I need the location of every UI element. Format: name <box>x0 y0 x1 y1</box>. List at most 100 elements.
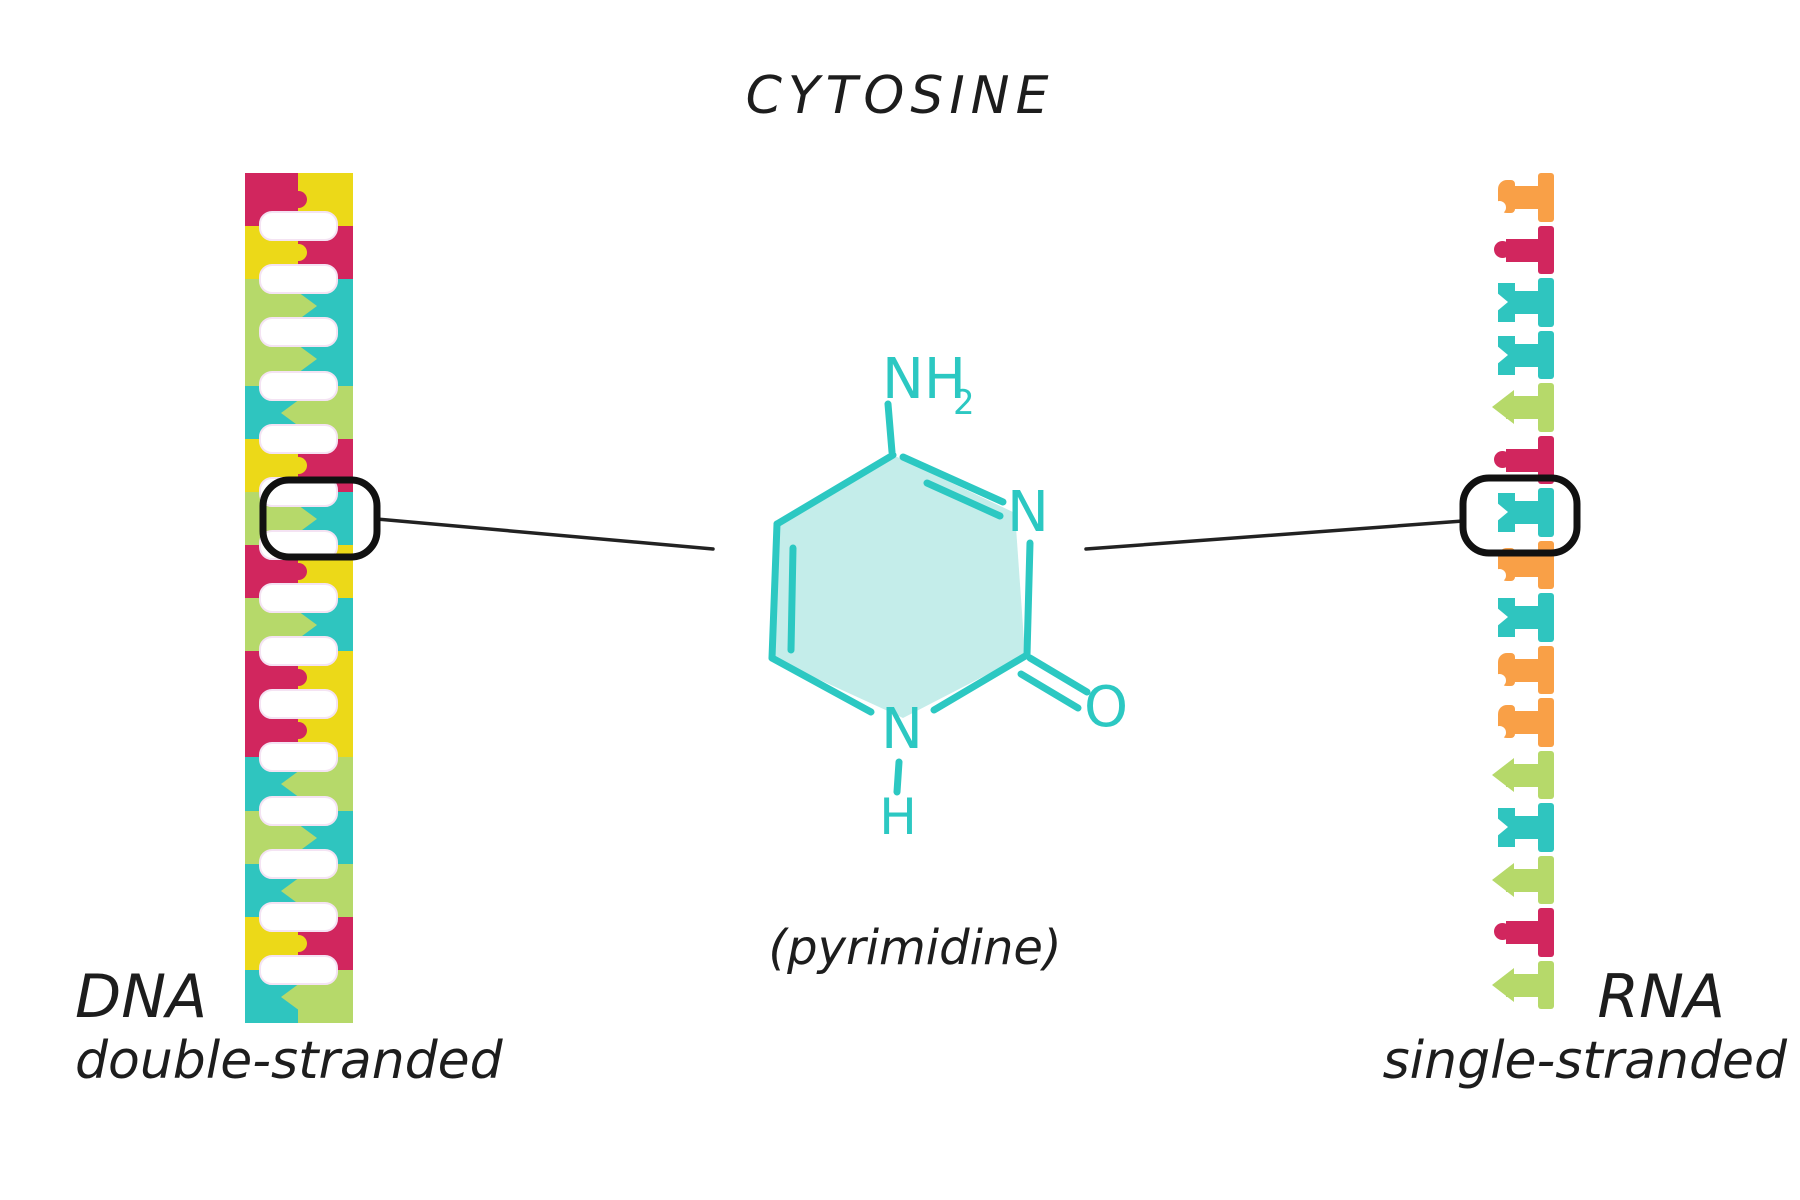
dna-interlock-chevron <box>281 398 300 427</box>
pyrimidine-caption: (pyrimidine) <box>768 920 1062 976</box>
bond-carbonyl-2 <box>1017 670 1082 712</box>
dna-backbone-slot <box>259 848 338 879</box>
dna-interlock-chevron <box>298 504 317 533</box>
rna-piece-knob <box>1494 450 1511 468</box>
dna-interlock-knob <box>290 669 307 687</box>
dna-interlock-knob <box>290 722 307 740</box>
bond-left-double <box>787 544 797 654</box>
dna-backbone-slot <box>259 689 338 720</box>
dna-interlock-chevron <box>298 292 317 321</box>
rna-piece <box>1494 908 1554 957</box>
bond-top-left <box>773 451 897 528</box>
dna-interlock-knob <box>290 562 307 580</box>
rna-backbone-segment <box>1538 855 1554 904</box>
dna-interlock-knob <box>290 244 307 262</box>
rna-piece-point <box>1492 757 1514 792</box>
dna-backbone-slot <box>259 954 338 985</box>
ring-nitrogen-right-label: N <box>1007 480 1049 545</box>
rna-sublabel: single-stranded <box>1382 1031 1787 1091</box>
rna-piece-arm <box>1506 343 1542 367</box>
rna-piece-arm <box>1506 816 1542 839</box>
rna-piece <box>1496 593 1554 642</box>
rna-piece-socket-notch <box>1493 568 1506 582</box>
rna-backbone-segment <box>1538 803 1554 852</box>
dna-interlock-knob <box>290 191 307 208</box>
rna-piece-arm <box>1506 448 1542 472</box>
rna-backbone-segment <box>1538 435 1554 484</box>
dna-backbone-slot <box>259 423 338 454</box>
bond-bottom-left <box>768 654 875 716</box>
dna-backbone-slot <box>259 529 338 560</box>
rna-piece-knob <box>1494 240 1511 258</box>
rna-backbone-segment <box>1538 645 1554 694</box>
dna-label: DNA <box>75 962 208 1032</box>
bond-amine <box>884 400 896 456</box>
rna-piece <box>1496 488 1554 537</box>
dna-backbone-slot <box>259 211 338 242</box>
bond-right <box>1023 539 1034 659</box>
bond-nh <box>893 758 903 796</box>
dna-backbone-slot <box>259 901 338 932</box>
rna-piece-arm <box>1506 973 1542 997</box>
rna-piece-socket-notch <box>1493 673 1506 687</box>
rna-backbone-segment <box>1538 960 1554 1009</box>
rna-piece-point <box>1492 390 1514 424</box>
rna-piece <box>1496 278 1554 327</box>
dna-backbone-slot <box>259 636 338 667</box>
rna-piece <box>1493 698 1554 747</box>
oxygen-label: O <box>1084 675 1128 740</box>
rna-piece-arm <box>1506 606 1542 629</box>
rna-piece-fork-notch <box>1496 292 1508 312</box>
rna-label-group: RNA single-stranded <box>1383 966 1787 1094</box>
rna-strand <box>1492 173 1554 1019</box>
rna-backbone-segment <box>1538 593 1554 642</box>
dna-interlock-chevron <box>281 982 300 1011</box>
rna-piece-fork-notch <box>1496 344 1508 365</box>
bond-top-right-double <box>923 479 1004 520</box>
rna-piece-arm <box>1506 921 1542 944</box>
rna-backbone-segment <box>1538 278 1554 327</box>
bond-top-right <box>899 453 1007 506</box>
dna-interlock-chevron <box>281 876 300 905</box>
rna-piece <box>1492 383 1554 432</box>
dna-interlock-chevron <box>298 345 317 374</box>
dna-interlock-knob <box>290 456 307 474</box>
rna-backbone-segment <box>1538 908 1554 957</box>
rna-backbone-segment <box>1538 383 1554 432</box>
hydrogen-label: H <box>879 788 917 846</box>
rna-piece <box>1494 435 1554 484</box>
rna-piece <box>1492 855 1554 904</box>
dna-backbone-slot <box>259 742 338 773</box>
amine-label: NH <box>882 347 966 412</box>
rna-piece-arm <box>1506 868 1542 892</box>
rna-label: RNA <box>1597 962 1725 1032</box>
rna-piece-fork-notch <box>1496 502 1508 522</box>
dna-interlock-knob <box>290 934 307 952</box>
dna-backbone-slot <box>259 795 338 826</box>
rna-piece-socket-notch <box>1493 201 1506 214</box>
rna-piece-fork-notch <box>1496 607 1508 627</box>
dna-sublabel: double-stranded <box>75 1031 503 1091</box>
ring-nitrogen-bottom-label: N <box>881 697 923 762</box>
bond-left <box>768 520 781 662</box>
bond-carbonyl-1 <box>1026 654 1091 696</box>
rna-piece-socket-notch <box>1493 726 1506 739</box>
rna-backbone-segment <box>1538 330 1554 379</box>
rna-backbone-segment <box>1538 225 1554 274</box>
rna-piece <box>1493 173 1554 222</box>
rna-piece-point <box>1492 862 1514 897</box>
rna-piece <box>1492 750 1554 799</box>
rna-piece-arm <box>1506 711 1542 734</box>
rna-piece <box>1493 645 1554 694</box>
rna-piece-arm <box>1506 186 1542 209</box>
rna-piece-arm <box>1506 291 1542 314</box>
rna-piece-arm <box>1506 763 1542 787</box>
bond-bottom-right <box>930 651 1031 714</box>
rna-piece-arm <box>1506 396 1542 419</box>
rna-connector-line <box>1084 519 1465 551</box>
rna-piece <box>1493 540 1554 589</box>
rna-piece-arm <box>1506 238 1542 262</box>
dna-backbone-slot <box>259 370 338 401</box>
dna-label-group: DNA double-stranded <box>75 966 503 1094</box>
